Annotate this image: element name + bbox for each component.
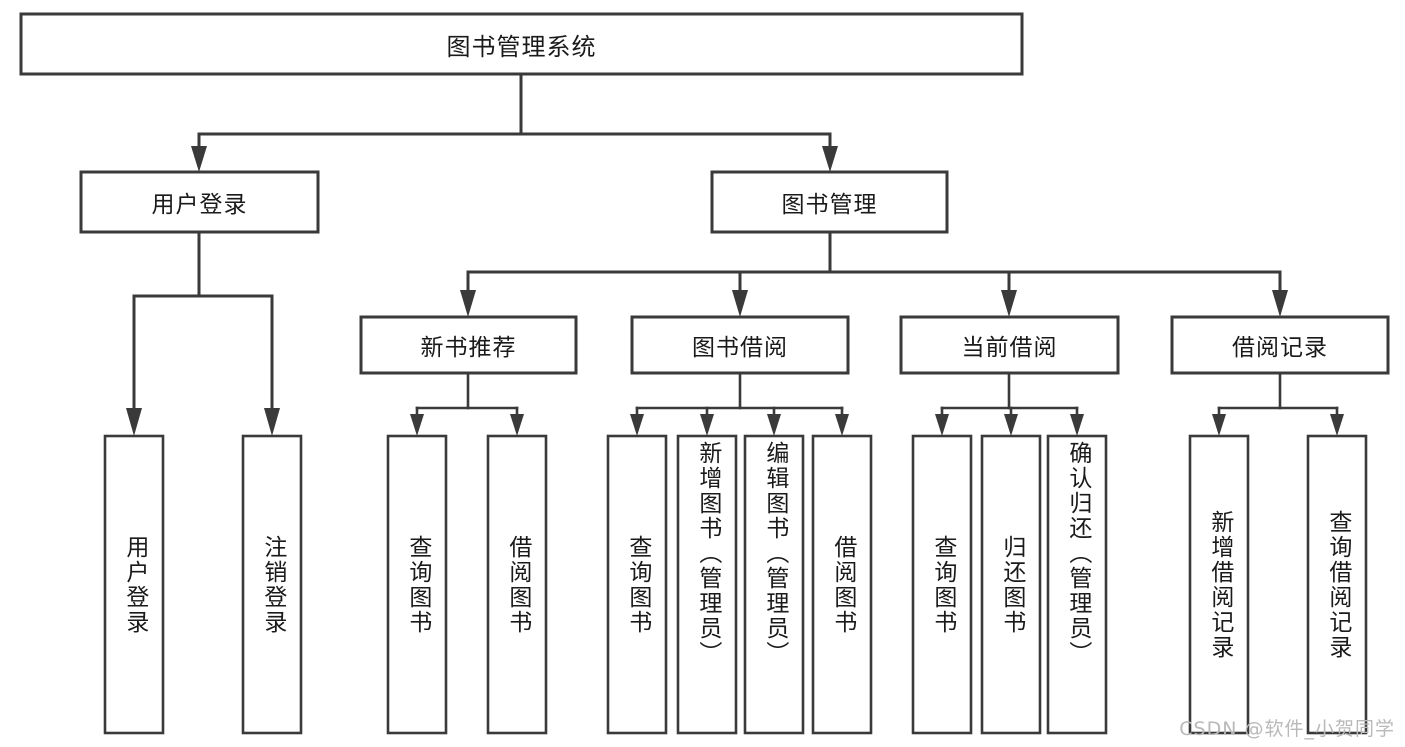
leaf-box-5[interactable]	[676, 434, 738, 735]
connector-newbook-to-leaves	[410, 371, 524, 436]
leaf-box-11[interactable]	[1188, 434, 1250, 735]
arrow-head-new-book-rec	[460, 290, 476, 317]
leaf-box-7[interactable]	[811, 434, 873, 735]
arrow-head-borrow-record	[1272, 290, 1288, 317]
leaf-box-12[interactable]	[1306, 434, 1368, 735]
arrow-head-user-login	[191, 146, 207, 172]
connector-borrowrecord-to-leaves	[1212, 371, 1344, 436]
arrow-head-currentborrow-confirm	[1070, 414, 1084, 436]
leaf-box-9[interactable]	[980, 434, 1042, 735]
node-box-new-book-rec[interactable]	[359, 315, 578, 375]
leaf-box-3[interactable]	[486, 434, 548, 735]
arrow-head-currentborrow-query	[935, 414, 949, 436]
node-box-user-login[interactable]	[79, 170, 320, 234]
arrow-head-leaf-user-login	[126, 408, 142, 436]
node-box-current-borrow[interactable]	[899, 315, 1120, 375]
connector-bookborrow-to-leaves	[630, 371, 849, 436]
arrow-head-currentborrow-return	[1004, 414, 1018, 436]
leaf-box-6[interactable]	[743, 434, 805, 735]
leaf-box-0[interactable]	[103, 434, 165, 735]
leaf-box-1[interactable]	[241, 434, 303, 735]
connector-root-to-level2	[191, 72, 838, 172]
leaf-box-10[interactable]	[1046, 434, 1108, 735]
arrow-head-current-borrow	[1001, 290, 1017, 317]
node-box-root[interactable]	[19, 12, 1024, 76]
connector-currentborrow-to-leaves	[935, 371, 1084, 436]
arrow-head-bookborrow-add	[700, 414, 714, 436]
node-box-borrow-record[interactable]	[1170, 315, 1390, 375]
connector-userlogin-to-leaves	[126, 230, 280, 436]
arrow-head-leaf-logout	[264, 408, 280, 436]
arrow-head-bookborrow-borrow	[835, 414, 849, 436]
node-box-book-borrow[interactable]	[630, 315, 850, 375]
arrow-head-book-borrow	[732, 290, 748, 317]
leaf-box-4[interactable]	[606, 434, 668, 735]
arrow-head-borrowrecord-add	[1212, 414, 1226, 436]
arrow-head-book-manage	[822, 146, 838, 172]
arrow-head-newbook-query	[410, 414, 424, 436]
arrow-head-newbook-borrow	[510, 414, 524, 436]
connector-bookmanage-to-level3	[460, 230, 1288, 317]
arrow-head-bookborrow-edit	[767, 414, 781, 436]
arrow-head-borrowrecord-query	[1330, 414, 1344, 436]
arrow-head-bookborrow-query	[630, 414, 644, 436]
leaf-box-2[interactable]	[386, 434, 448, 735]
watermark-text: CSDN @软件_小贺同学	[1179, 718, 1395, 740]
leaf-box-8[interactable]	[911, 434, 973, 735]
node-box-book-manage[interactable]	[710, 170, 949, 234]
